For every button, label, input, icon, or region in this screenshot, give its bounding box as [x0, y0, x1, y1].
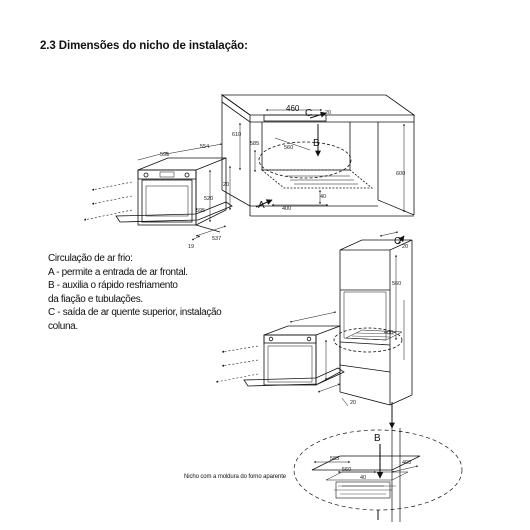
column-cabinet	[333, 239, 413, 406]
legend-line-a: A - permite a entrada de ar frontal.	[48, 266, 188, 278]
oven-labels-top: 595 554 520 20 595 537 19	[160, 144, 229, 250]
dimension-label: 610	[232, 132, 241, 138]
cabinet-niche-top	[220, 94, 416, 217]
dimension-label: B	[374, 433, 381, 444]
dimension-label: 560	[342, 467, 351, 473]
zoom-dimension-lines	[313, 461, 419, 487]
dimension-label: C	[305, 108, 312, 119]
dimension-label: 537	[212, 236, 221, 242]
oven-bottom-dimensions	[289, 311, 341, 393]
dimension-label: 20	[350, 400, 356, 406]
dimension-label: 585	[330, 456, 339, 462]
dimension-label: 20	[325, 110, 331, 116]
oven-dimensions-top	[137, 143, 231, 241]
legend-line-c: C - saída de ar quente superior, instala…	[48, 307, 222, 319]
dimension-label: 560	[284, 145, 293, 151]
column-labels: C 20 560 400 20	[350, 236, 408, 406]
dimension-label: 560	[392, 281, 401, 287]
section-heading: 2.3 Dimensões do nicho de instalação:	[40, 40, 248, 52]
dimension-label: C	[394, 236, 401, 247]
dimension-label: 600	[396, 171, 405, 177]
detail-caption: Nicho com a moldura do forno aparente	[184, 474, 287, 480]
dimension-lines-top	[239, 109, 405, 213]
dimension-label: 20	[402, 244, 408, 250]
airflow-arrows-top	[255, 111, 327, 208]
oven-airflow-top	[83, 181, 133, 221]
legend-line-b: B - auxilia o rápido resfriamento	[48, 280, 178, 292]
column-airflow	[389, 235, 405, 429]
legend-line-c-cont: coluna.	[48, 320, 78, 332]
dimension-label: A	[258, 200, 265, 211]
dimension-label: 460	[286, 104, 300, 113]
dimension-label: 400	[384, 330, 393, 336]
dimension-label: 400	[402, 460, 411, 466]
airflow-legend: Circulação de ar frio: A - permite a ent…	[48, 252, 248, 334]
column-dimensions	[341, 231, 405, 407]
dimension-label: 40	[360, 475, 366, 481]
oven-bottom-airflow	[215, 345, 259, 383]
oven-top	[115, 157, 233, 233]
oven-bottom	[243, 325, 345, 387]
dimension-label: 40	[320, 194, 326, 200]
legend-title: Circulação de ar frio:	[48, 253, 133, 264]
zoom-labels: B 585 560 400 40	[330, 433, 411, 481]
dimension-label: B	[313, 138, 320, 149]
dimension-label: 400	[282, 206, 291, 212]
dimension-label: 554	[200, 144, 209, 150]
dimension-label: 595	[160, 152, 169, 158]
dimension-label: 595	[196, 208, 205, 214]
dimension-label: 520	[204, 196, 213, 202]
labels-top: 460 C 20 610 585 560 B 600 A 400 40	[232, 104, 405, 212]
dimension-label: 20	[223, 182, 229, 188]
dimension-label: 585	[250, 141, 259, 147]
legend-line-b-cont: da fiação e tubulações.	[48, 293, 143, 305]
dimension-label: 19	[188, 244, 194, 250]
